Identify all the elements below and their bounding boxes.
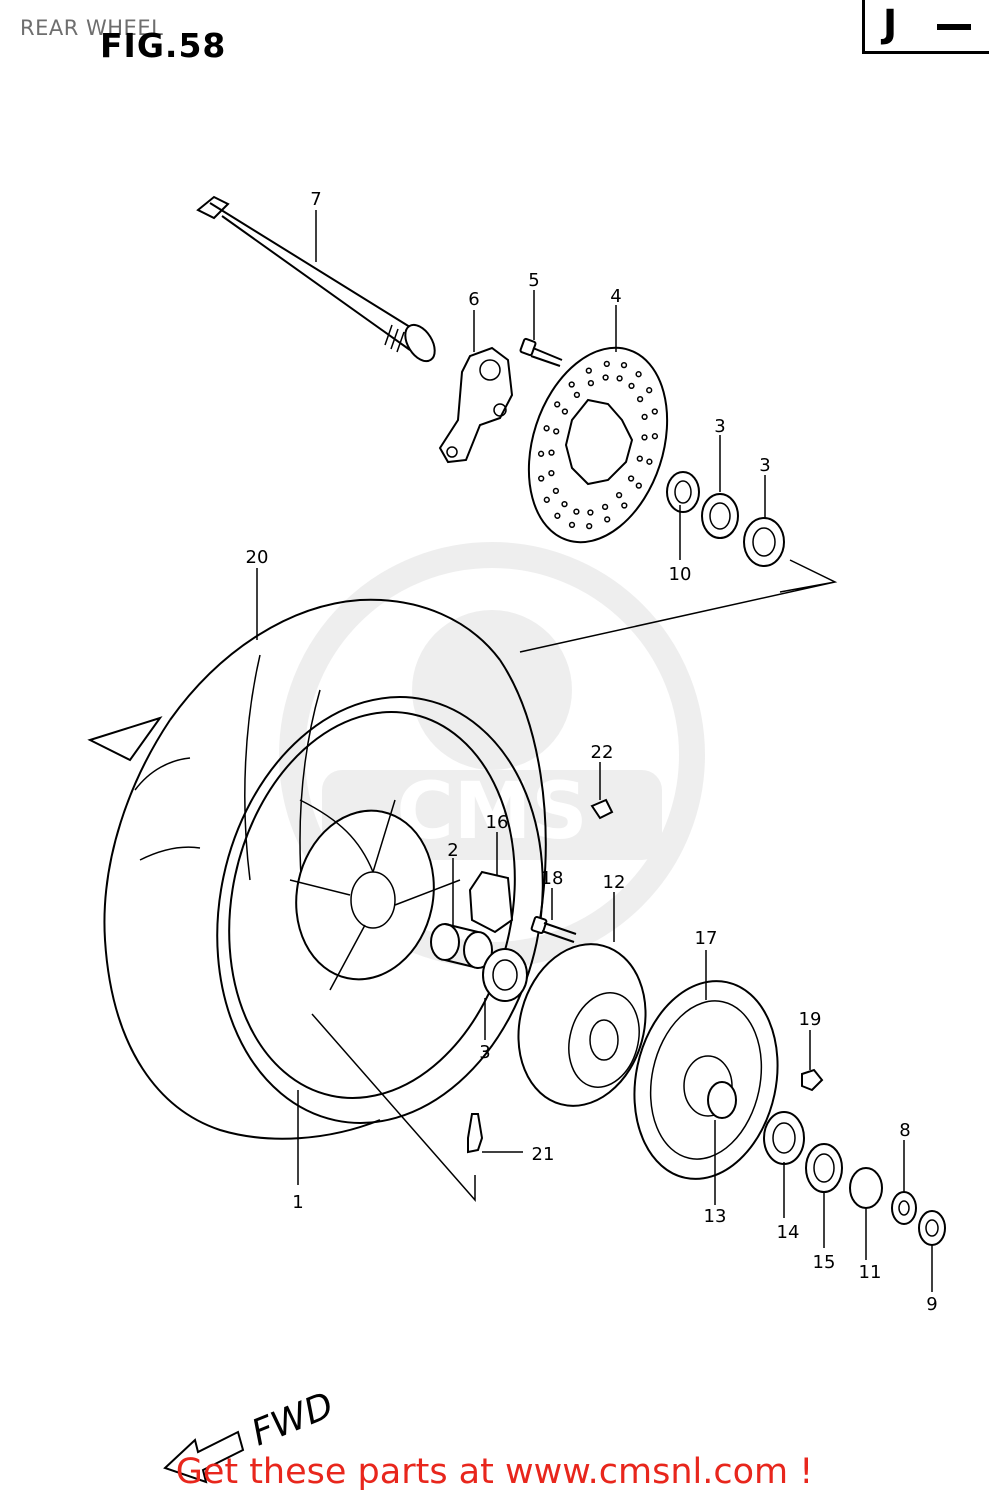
callout-10: 9 <box>926 1294 937 1315</box>
axle-nut-10 <box>918 1210 946 1246</box>
disc-vent-hole <box>586 522 593 530</box>
callout-8: 7 <box>310 189 321 210</box>
axle <box>196 195 436 363</box>
disc-vent-hole <box>553 428 560 435</box>
disc-vent-hole <box>568 381 575 388</box>
disc-vent-hole <box>636 395 644 403</box>
rear-tire <box>87 598 547 1140</box>
bolt-19 <box>530 916 577 943</box>
collar-14 <box>707 1081 737 1119</box>
disc-vent-hole <box>651 433 659 440</box>
disc-vent-hole <box>636 455 643 462</box>
disc-vent-hole <box>627 475 635 482</box>
disc-vent-hole <box>543 496 550 503</box>
disc-vent-hole <box>604 516 611 523</box>
callout-18: 17 <box>695 928 718 949</box>
disc-vent-hole <box>561 500 568 508</box>
disc-vent-hole <box>646 387 653 394</box>
disc-vent-hole <box>635 482 642 489</box>
caliper-bracket <box>438 346 514 464</box>
disc-vent-hole <box>538 475 545 482</box>
disc-vent-hole <box>641 434 648 441</box>
disc-vent-hole <box>537 450 545 457</box>
disc-vent-hole <box>548 469 555 477</box>
callout-19: 18 <box>541 868 564 889</box>
promo-footer[interactable]: Get these parts at www.cmsnl.com ! <box>175 1452 814 1492</box>
figure-label: FIG.58 <box>100 26 227 65</box>
bearing-3-lower <box>482 948 528 1002</box>
disc-vent-hole <box>620 361 628 369</box>
callout-15: 14 <box>777 1222 800 1243</box>
callout-5: 4 <box>610 286 621 307</box>
disc-vent-hole <box>561 408 569 415</box>
callout-3-upper: 3 <box>759 455 770 476</box>
bearing-15 <box>763 1111 805 1165</box>
nut-20 <box>801 1068 824 1092</box>
leader-lines <box>256 210 933 1292</box>
disc-vent-hole <box>635 371 642 378</box>
bearing-3-upper <box>743 517 785 567</box>
section-code: J <box>883 2 898 46</box>
disc-vent-hole <box>573 508 580 515</box>
callout-3-lower: 3 <box>479 1042 490 1063</box>
disc-vent-hole <box>651 408 658 415</box>
disc-vent-hole <box>601 503 609 511</box>
disc-vent-hole <box>602 374 609 381</box>
disc-vent-hole <box>646 458 653 465</box>
callout-14: 13 <box>704 1206 727 1227</box>
disc-vent-hole <box>616 375 623 382</box>
callout-2: 2 <box>447 840 458 861</box>
collar-12 <box>849 1167 883 1209</box>
callout-6: 5 <box>528 270 539 291</box>
disc-vent-hole <box>587 379 595 387</box>
disc-vent-hole <box>573 391 581 399</box>
disc-vent-hole <box>628 382 635 390</box>
callout-1: 1 <box>292 1192 303 1213</box>
rear-wheel-rim <box>216 696 544 1124</box>
disc-vent-hole <box>603 360 610 368</box>
air-valve-22 <box>467 1113 484 1154</box>
spacer-2 <box>430 923 493 969</box>
callout-16: 15 <box>813 1252 836 1273</box>
brake-disc <box>527 346 669 544</box>
fwd-label: FWD <box>246 1385 339 1454</box>
callout-23: 22 <box>591 742 614 763</box>
disc-vent-hole <box>554 401 561 408</box>
callout-22: 21 <box>532 1144 555 1165</box>
callout-21: 20 <box>246 547 269 568</box>
sprocket-18 <box>633 980 779 1180</box>
callout-20: 19 <box>799 1009 822 1030</box>
disc-vent-hole <box>543 425 550 432</box>
disc-bolt <box>519 337 563 367</box>
disc-vent-hole <box>641 413 648 421</box>
disc-vent-hole <box>587 509 594 516</box>
section-tab: J <box>862 0 989 54</box>
washer-9 <box>891 1191 917 1225</box>
nut-23 <box>590 798 614 820</box>
oil-seal-16 <box>805 1143 843 1193</box>
disc-vent-hole <box>621 502 628 509</box>
callout-7: 6 <box>468 289 479 310</box>
page-title: REAR WHEEL <box>20 16 164 40</box>
disc-vent-hole <box>615 491 623 499</box>
callout-labels: 7 6 5 4 3 3 10 20 22 16 2 18 12 17 19 3 … <box>246 189 938 1315</box>
oil-seal-4 <box>701 493 739 539</box>
disc-vent-hole <box>568 521 576 529</box>
callout-11: 10 <box>669 564 692 585</box>
callout-13: 12 <box>603 872 626 893</box>
callout-12: 11 <box>859 1262 882 1283</box>
disc-vent-hole <box>548 449 555 456</box>
callout-9: 8 <box>899 1120 910 1141</box>
disc-vent-hole <box>552 487 560 495</box>
svg-text:CMS: CMS <box>396 767 587 857</box>
sprocket-drum-13 <box>517 943 647 1107</box>
disc-vent-hole <box>585 367 592 374</box>
callout-4: 3 <box>714 416 725 437</box>
cush-rubber-17 <box>468 870 514 934</box>
disc-vent-hole <box>554 512 561 519</box>
section-dash <box>937 24 971 30</box>
callout-17: 16 <box>486 812 509 833</box>
collar-11 <box>666 471 700 513</box>
